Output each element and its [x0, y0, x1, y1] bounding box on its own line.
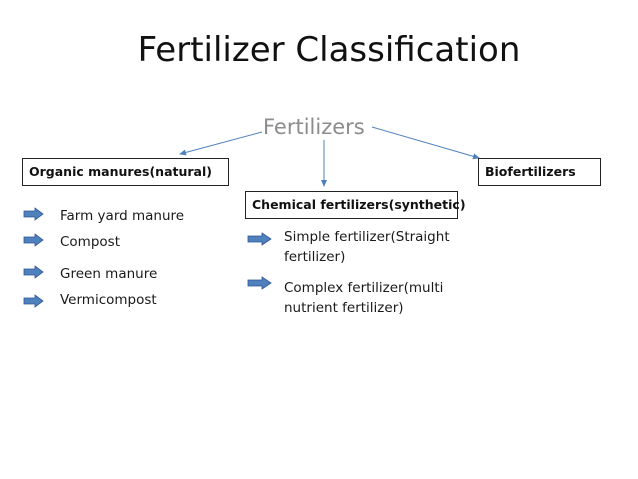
right-arrow-icon — [23, 233, 44, 247]
list-item-farm-yard-manure: Farm yard manure — [60, 208, 185, 224]
category-biofertilizers: Biofertilizers — [478, 158, 601, 186]
right-arrow-icon — [23, 265, 44, 279]
page-title: Fertilizer Classification — [137, 30, 521, 70]
right-arrow-icon — [23, 207, 44, 221]
arrow-to-bio — [371, 126, 480, 160]
list-item-complex-fertilizer: Complex fertilizer(multi nutrient fertil… — [284, 280, 444, 316]
root-node-fertilizers: Fertilizers — [263, 115, 365, 139]
list-item-simple-fertilizer: Simple fertilizer(Straight fertilizer) — [284, 229, 450, 265]
list-item-green-manure: Green manure — [60, 266, 158, 282]
arrow-to-organic — [179, 131, 263, 156]
list-item-compost: Compost — [60, 234, 120, 250]
right-arrow-icon — [247, 276, 272, 290]
category-chemical-fertilizers: Chemical fertilizers(synthetic) — [245, 191, 466, 219]
list-item-vermicompost: Vermicompost — [60, 292, 157, 308]
right-arrow-icon — [23, 294, 44, 308]
right-arrow-icon — [247, 232, 272, 246]
category-organic-manures: Organic manures(natural) — [22, 158, 229, 186]
